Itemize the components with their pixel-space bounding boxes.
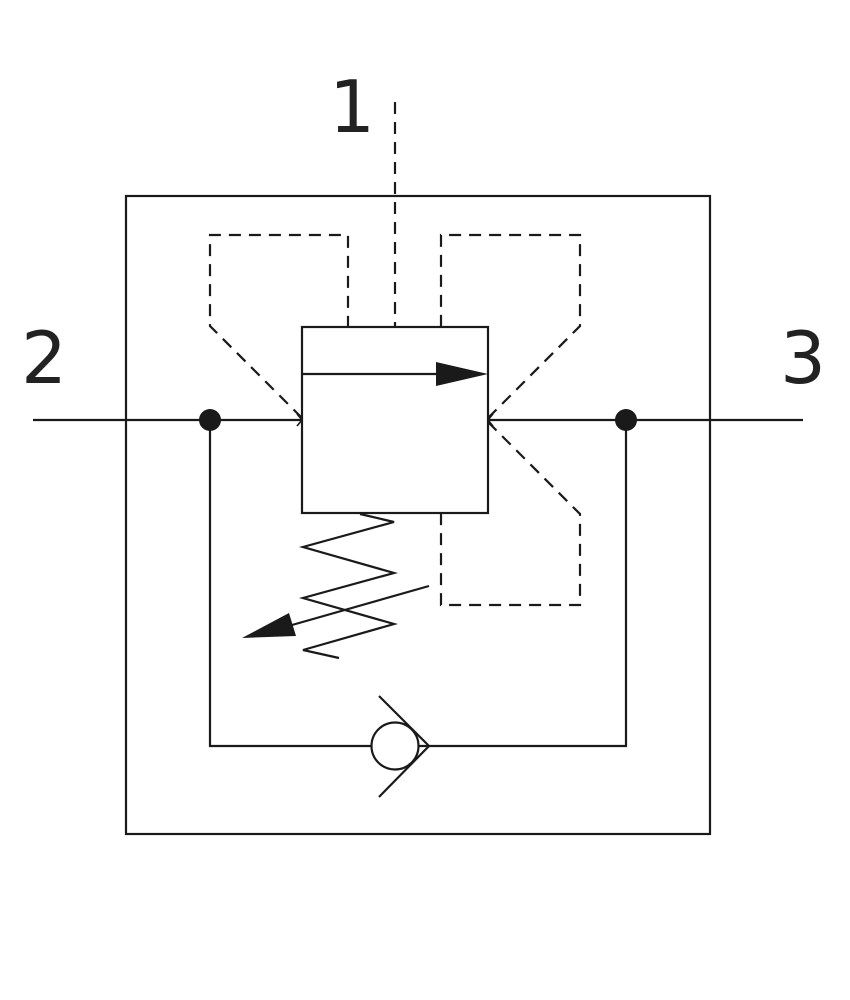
adjust-arrow-head [242,613,296,638]
check-valve-ball [370,721,420,771]
pilot-arrowhead-left [296,413,304,427]
pilot-loop-right-top [439,233,582,419]
pilot-loop-left [208,233,350,419]
pressure-valve-icon [296,325,494,515]
port-2-label: 2 [21,316,67,400]
junction-dot-right [615,409,637,431]
junction-dot-left [199,409,221,431]
pilot-arrowhead-right [486,413,494,427]
valve-flow-arrow [436,362,488,386]
bypass-line-right [419,420,628,748]
port-1-label: 1 [329,65,375,149]
spring-coil [298,512,399,660]
valve-body [300,325,490,515]
pilot-loop-right-bottom [439,421,582,607]
adjust-arrow-shaft [284,584,430,629]
port-3-label: 3 [780,316,826,400]
bypass-line [208,420,372,748]
check-valve-icon [370,695,431,798]
adjustable-spring-icon [242,512,430,660]
check-valve-seat [378,695,431,798]
housing-frame [124,194,712,836]
